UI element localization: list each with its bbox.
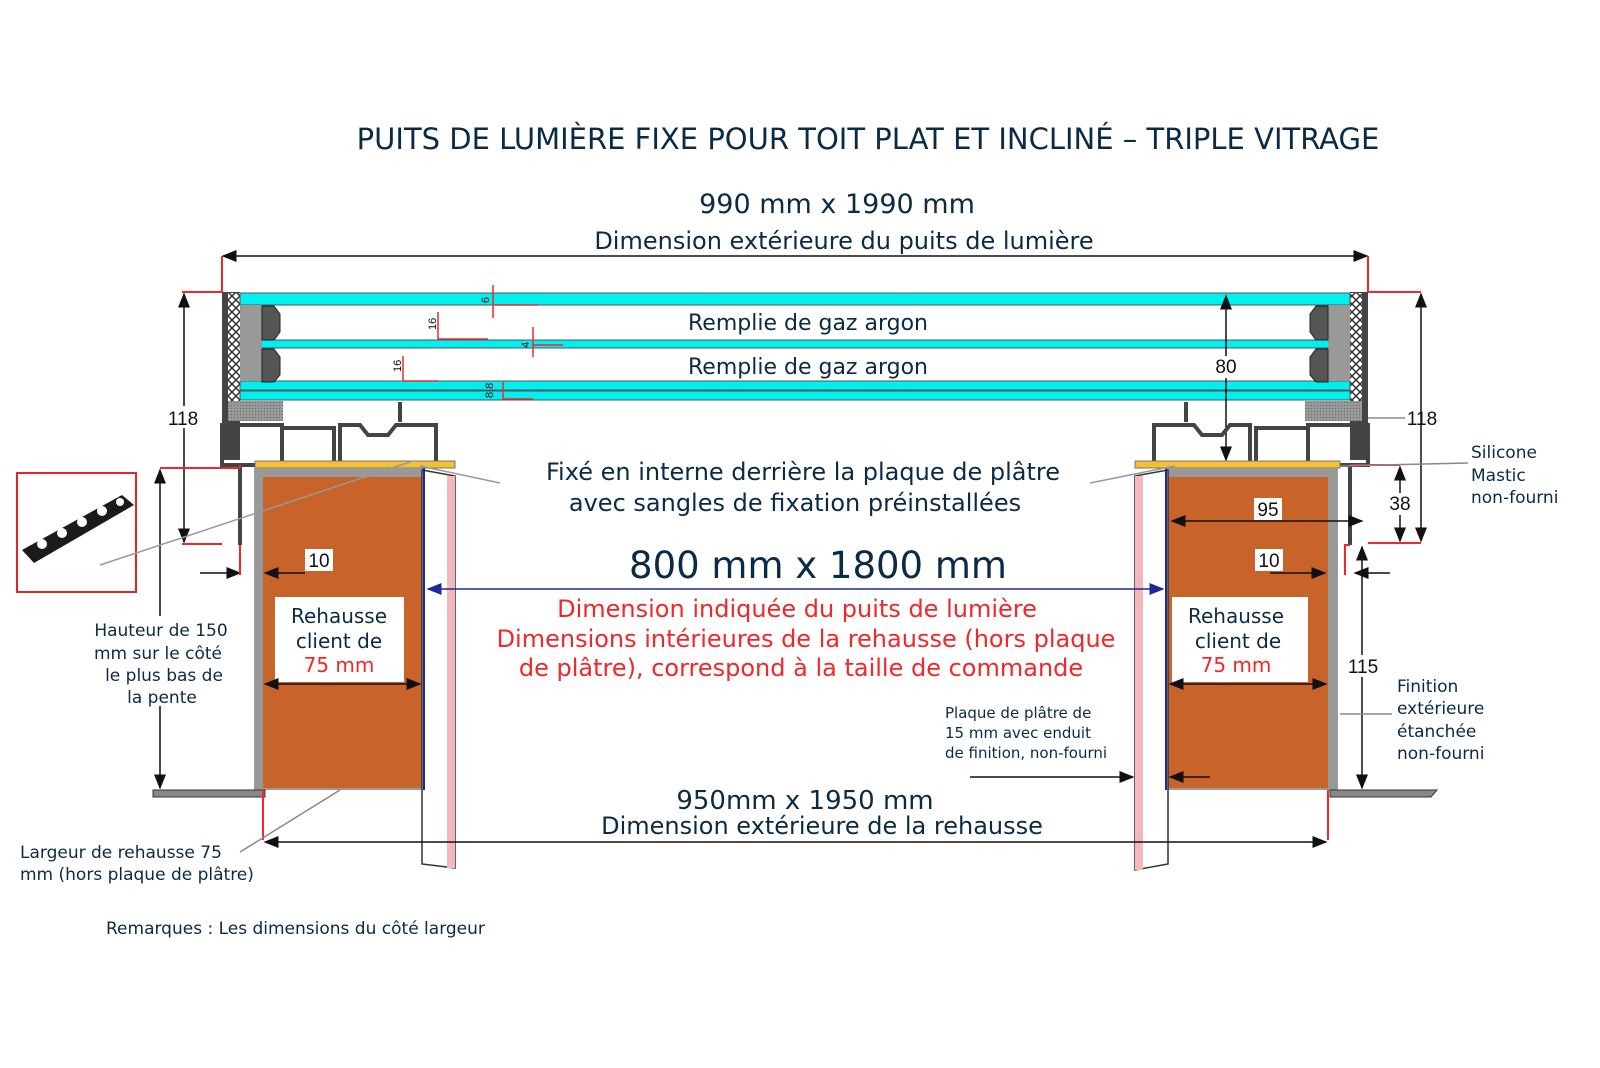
inner-dimension-line2: Dimensions intérieures de la rehausse (h… xyxy=(497,625,1116,653)
top-dimension-label: Dimension extérieure du puits de lumière xyxy=(594,227,1093,255)
finition-line4: non-fourni xyxy=(1397,744,1484,764)
fixing-strap-detail xyxy=(16,461,1176,593)
finition-line2: extérieure xyxy=(1397,699,1484,719)
dim-gap1: 16 xyxy=(427,318,439,330)
inner-dimension-size: 800 mm x 1800 mm xyxy=(629,544,1007,587)
bottom-dimension-size: 950mm x 1950 mm xyxy=(676,786,933,816)
rehausse-right: Rehausse client de 75 mm xyxy=(1134,468,1439,871)
rehausse-left-line2: client de xyxy=(296,629,382,653)
fixation-line2: avec sangles de fixation préinstallées xyxy=(569,489,1021,517)
bottom-dimension: 950mm x 1950 mm Dimension extérieure de … xyxy=(262,786,1329,848)
rehausse-right-line3: 75 mm xyxy=(1201,653,1272,677)
rehausse-right-line2: client de xyxy=(1195,629,1281,653)
glass-dimensions xyxy=(402,285,563,400)
top-dimension: 990 mm x 1990 mm Dimension extérieure du… xyxy=(221,189,1369,292)
dim-115: 115 xyxy=(1348,657,1378,678)
dim-pane1: 6 xyxy=(480,297,492,303)
hauteur-line3: le plus bas de xyxy=(105,666,223,686)
hauteur-note: Hauteur de 150 mm sur le côté le plus ba… xyxy=(94,621,228,708)
dim-10-left: 10 xyxy=(308,551,329,572)
plaque-line3: de finition, non-fourni xyxy=(945,744,1107,762)
remark: Remarques : Les dimensions du côté large… xyxy=(106,919,485,939)
rehausse-left-line1: Rehausse xyxy=(291,604,387,628)
plaque-note: Plaque de plâtre de 15 mm avec enduit de… xyxy=(945,704,1210,783)
gas-label-lower: Remplie de gaz argon xyxy=(688,355,928,380)
inner-dimension-line1: Dimension indiquée du puits de lumière xyxy=(557,595,1037,623)
fixation-line1: Fixé en interne derrière la plaque de pl… xyxy=(546,458,1060,486)
finition-line1: Finition xyxy=(1397,677,1458,697)
silicone-note: Silicone Mastic non-fourni xyxy=(1339,443,1558,508)
largeur-line1: Largeur de rehausse 75 xyxy=(20,843,222,863)
side-dimensions: 118 118 38 95 10 10 115 xyxy=(152,291,1437,790)
fixing-strap-icon xyxy=(22,495,134,563)
top-dimension-size: 990 mm x 1990 mm xyxy=(699,189,975,220)
rehausse-left: Rehausse client de 75 mm xyxy=(152,468,456,869)
rehausse-right-line1: Rehausse xyxy=(1188,604,1284,628)
rehausse-left-line3: 75 mm xyxy=(304,653,375,677)
finition-note: Finition extérieure étanchée non-fourni xyxy=(1340,677,1484,764)
dim-38: 38 xyxy=(1389,494,1410,515)
silicone-line3: non-fourni xyxy=(1471,488,1558,508)
hauteur-line2: mm sur le côté xyxy=(94,644,222,664)
largeur-line2: mm (hors plaque de plâtre) xyxy=(20,865,254,885)
dim-left-height: 118 xyxy=(168,409,198,430)
hauteur-line4: la pente xyxy=(127,688,197,708)
dim-right-height: 118 xyxy=(1407,409,1437,430)
largeur-note: Largeur de rehausse 75 mm (hors plaque d… xyxy=(20,789,341,885)
silicone-line2: Mastic xyxy=(1471,466,1526,486)
silicone-line1: Silicone xyxy=(1471,443,1537,463)
hauteur-line1: Hauteur de 150 xyxy=(94,621,227,641)
gas-label-upper: Remplie de gaz argon xyxy=(688,311,928,336)
dim-pane2: 4 xyxy=(520,342,532,348)
dim-10-right: 10 xyxy=(1258,551,1279,572)
plaque-line2: 15 mm avec enduit xyxy=(945,724,1091,742)
triple-glazing: Remplie de gaz argon Remplie de gaz argo… xyxy=(222,292,1368,460)
dim-glass-total: 80 xyxy=(1215,357,1236,378)
bottom-dimension-label: Dimension extérieure de la rehausse xyxy=(601,812,1043,840)
dim-95: 95 xyxy=(1257,500,1278,521)
dim-pane3: 8.8 xyxy=(484,383,496,398)
plaque-line1: Plaque de plâtre de xyxy=(945,704,1091,722)
dim-gap2: 16 xyxy=(392,360,404,372)
diagram-title: PUITS DE LUMIÈRE FIXE POUR TOIT PLAT ET … xyxy=(357,122,1380,156)
finition-line3: étanchée xyxy=(1397,722,1476,742)
inner-dimension-line3: de plâtre), correspond à la taille de co… xyxy=(519,654,1083,682)
